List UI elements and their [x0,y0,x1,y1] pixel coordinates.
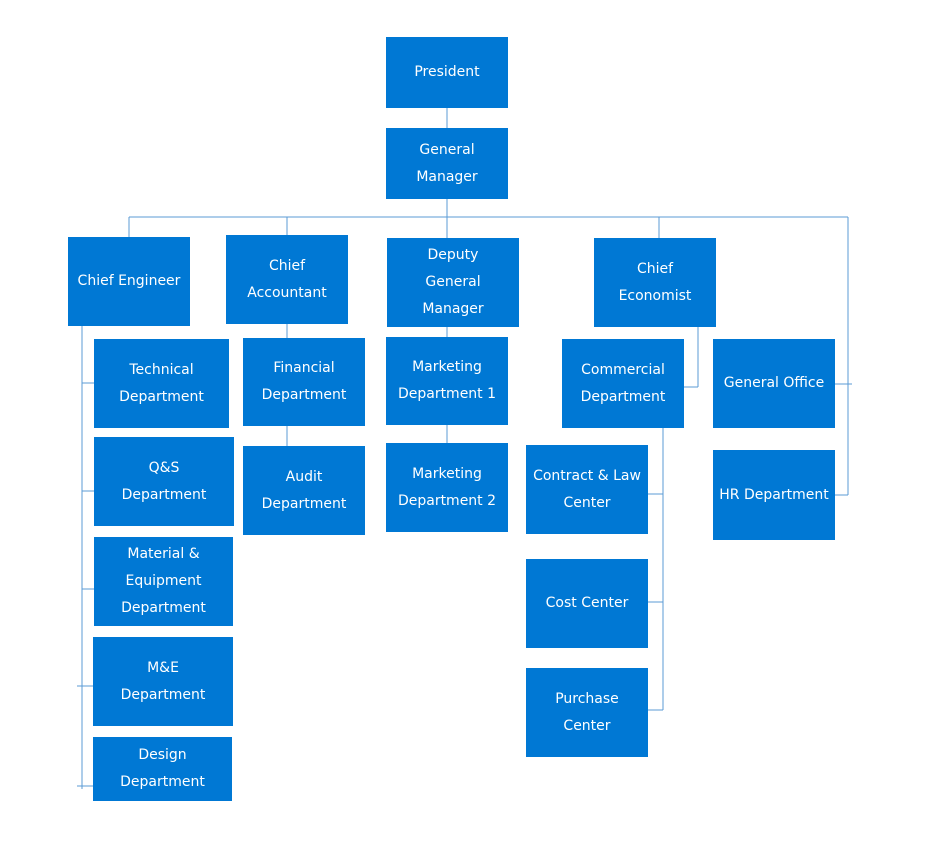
node-design-department: Design Department [93,737,232,801]
node-purchase-center: Purchase Center [526,668,648,757]
node-hr-department: HR Department [713,450,835,540]
node-audit-department: Audit Department [243,446,365,535]
node-material-equipment-department: Material & Equipment Department [94,537,233,626]
node-cost-center: Cost Center [526,559,648,648]
node-contract-law-center: Contract & Law Center [526,445,648,534]
node-marketing-department-1: Marketing Department 1 [386,337,508,425]
node-marketing-department-2: Marketing Department 2 [386,443,508,532]
node-chief-engineer: Chief Engineer [68,237,190,326]
node-chief-economist: Chief Economist [594,238,716,327]
node-chief-accountant: Chief Accountant [226,235,348,324]
node-financial-department: Financial Department [243,338,365,426]
node-general-office: General Office [713,339,835,428]
node-president: President [386,37,508,108]
node-me-department: M&E Department [93,637,233,726]
node-qs-department: Q&S Department [94,437,234,526]
node-technical-department: Technical Department [94,339,229,428]
node-commercial-department: Commercial Department [562,339,684,428]
node-deputy-general-manager: Deputy General Manager [387,238,519,327]
node-general-manager: General Manager [386,128,508,199]
